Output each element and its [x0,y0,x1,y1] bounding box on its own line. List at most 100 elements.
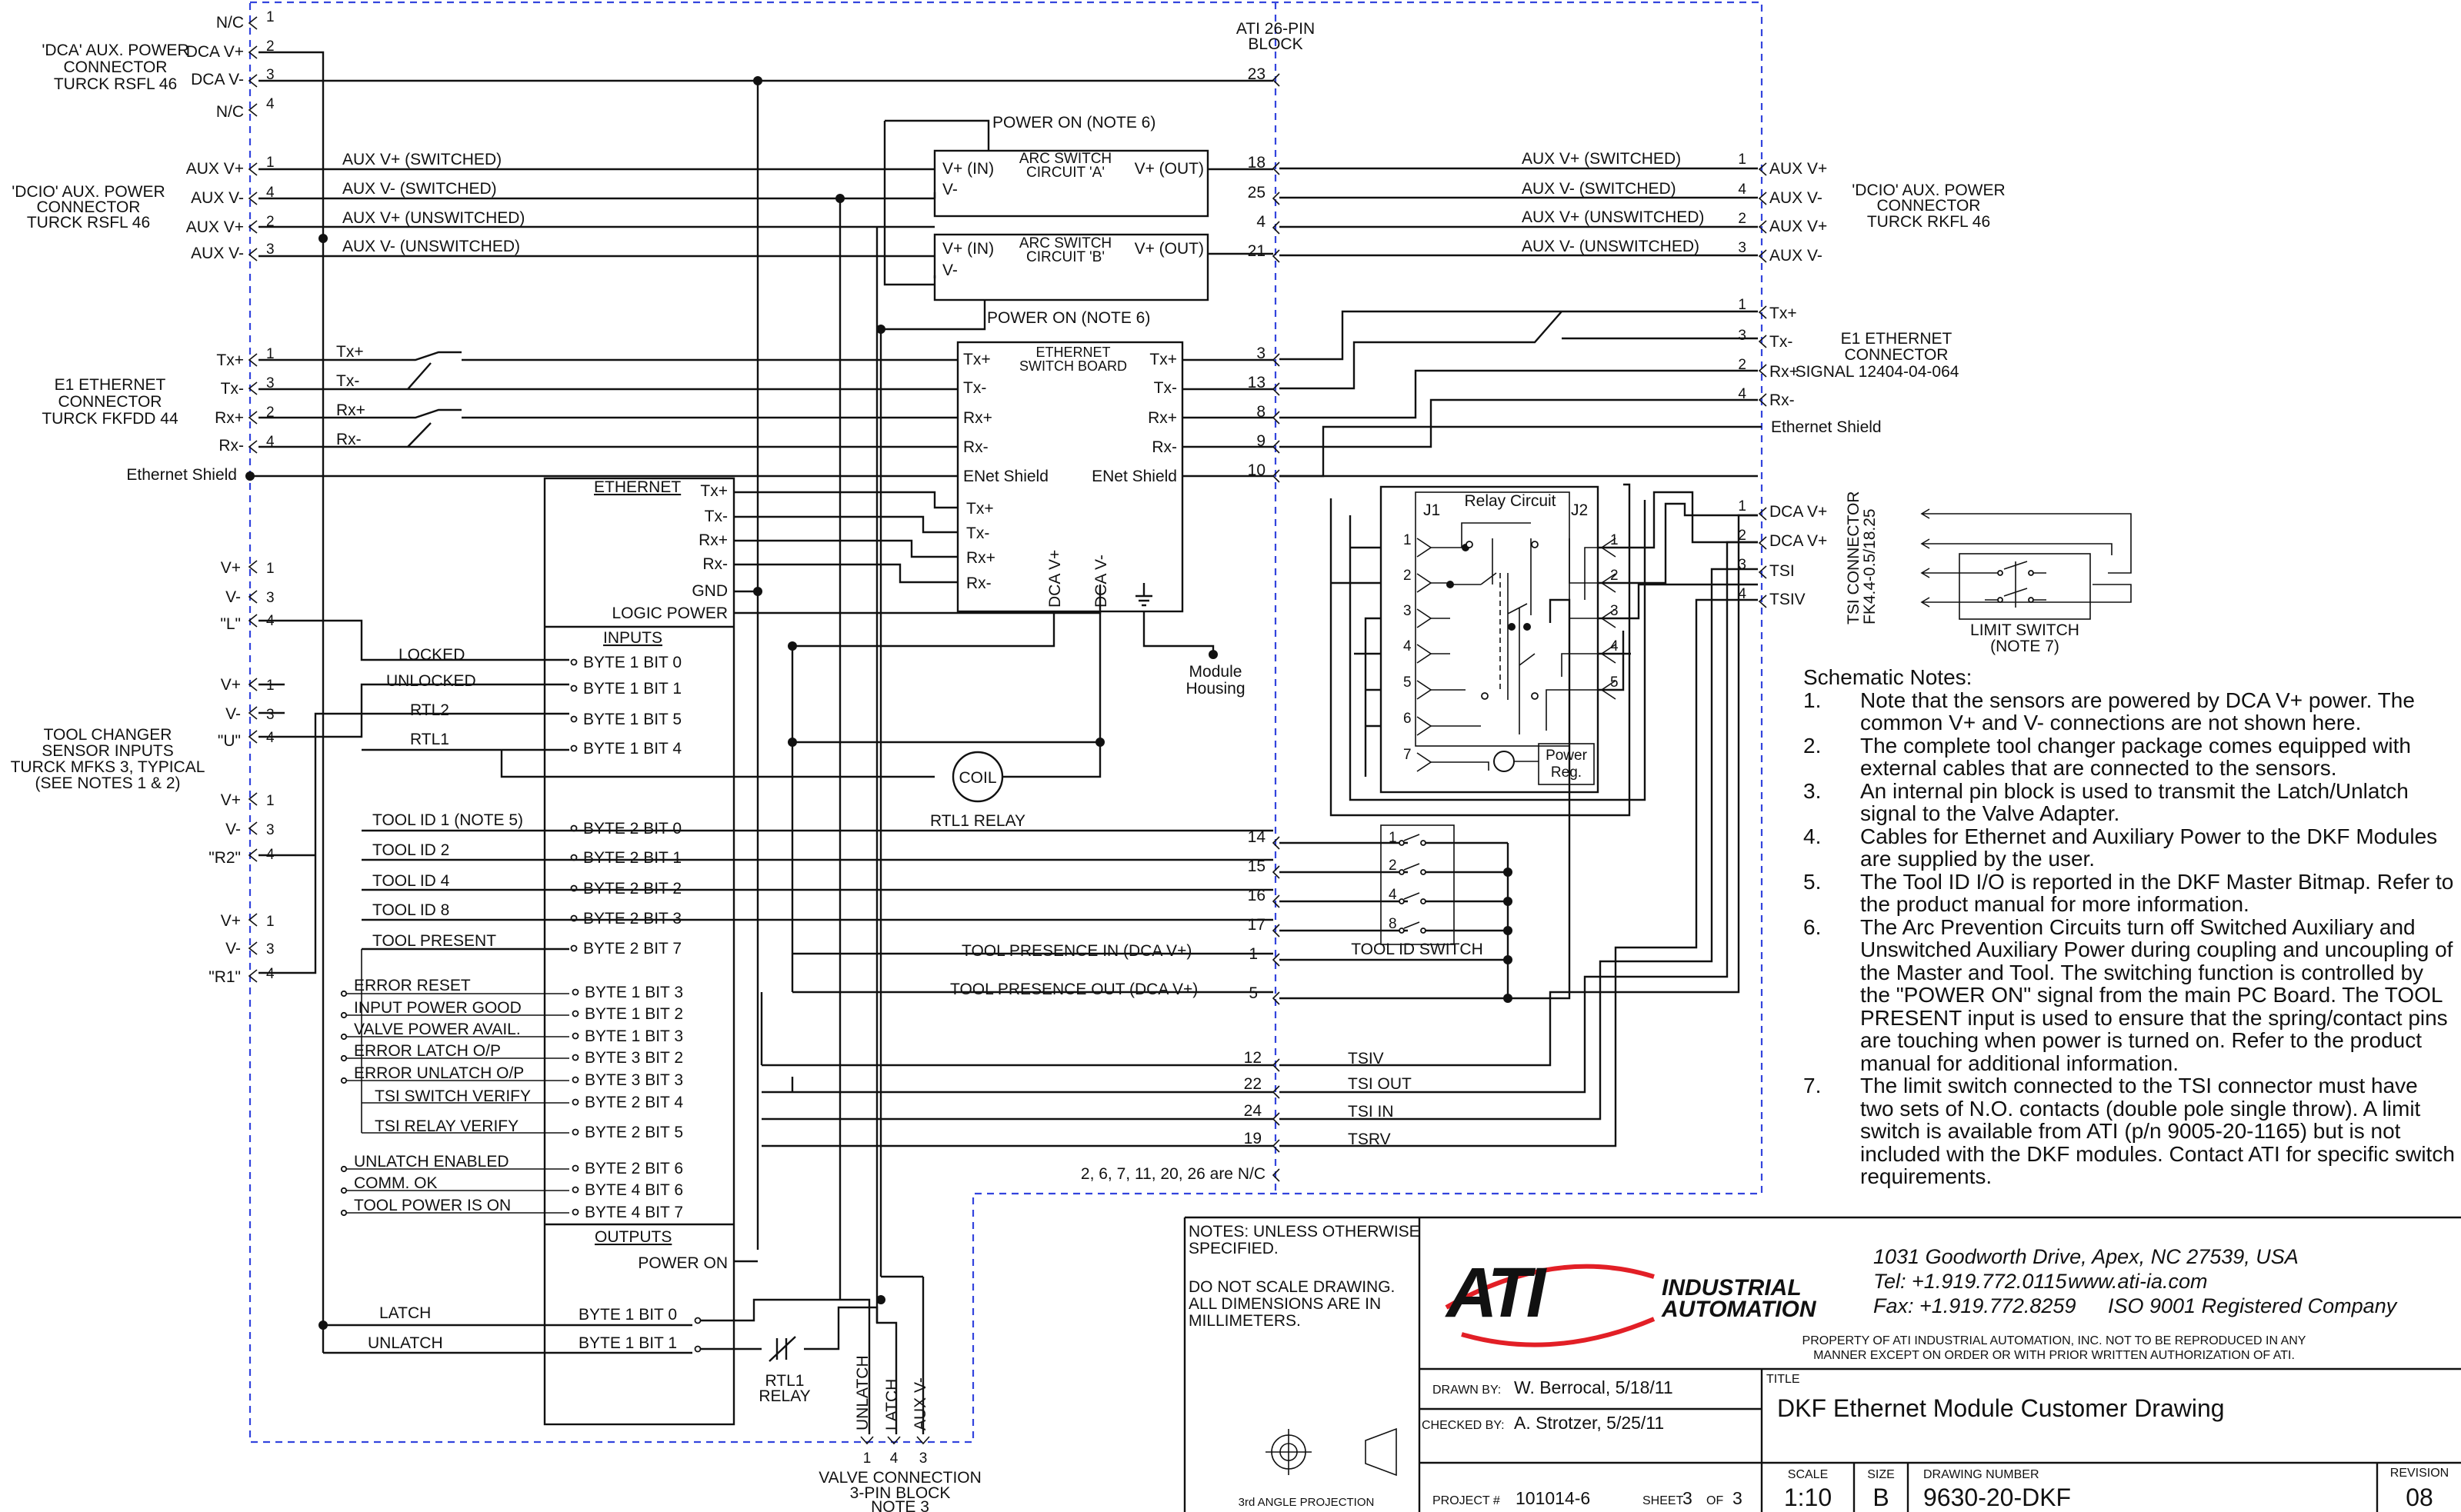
svg-text:TOOL ID 2: TOOL ID 2 [372,841,449,859]
svg-text:Tx+: Tx+ [966,500,994,518]
svg-text:V+: V+ [221,912,241,930]
svg-text:1031 Goodworth Drive, Apex, NC: 1031 Goodworth Drive, Apex, NC 27539, US… [1873,1245,2299,1268]
svg-text:1: 1 [1610,532,1619,548]
svg-text:ARC SWITCH: ARC SWITCH [1019,151,1112,167]
svg-text:Rx-: Rx- [218,437,244,455]
svg-text:ATI 26-PIN: ATI 26-PIN [1236,20,1315,38]
svg-text:1: 1 [266,9,275,25]
svg-text:BYTE 1 BIT 0: BYTE 1 BIT 0 [579,1306,677,1324]
svg-text:4: 4 [890,1450,899,1467]
svg-text:TOOL PRESENCE OUT (DCA V+): TOOL PRESENCE OUT (DCA V+) [950,981,1198,998]
svg-text:13: 13 [1248,374,1266,391]
svg-text:TURCK RSFL 46: TURCK RSFL 46 [54,75,177,93]
relay-external-wires [1329,483,1758,817]
status-ground-ticks [340,990,348,1217]
schematic-notes: Schematic Notes: 1.Note that the sensors… [1803,666,2457,1188]
arc-switch-wires [839,119,1273,1323]
svg-text:1: 1 [266,155,275,171]
svg-text:BYTE 3 BIT 2: BYTE 3 BIT 2 [585,1049,683,1067]
tool-id-long-wires [569,829,1273,994]
svg-text:TOOL POWER IS ON: TOOL POWER IS ON [354,1197,511,1214]
svg-text:RTL1 RELAY: RTL1 RELAY [930,812,1025,830]
svg-text:AUX V-: AUX V- [1769,247,1822,265]
svg-text:RTL1: RTL1 [765,1372,805,1390]
svg-text:BYTE 2 BIT 2: BYTE 2 BIT 2 [583,880,682,898]
svg-text:25: 25 [1248,184,1266,201]
svg-text:2: 2 [1610,568,1619,584]
svg-text:OUTPUTS: OUTPUTS [595,1228,672,1246]
svg-text:3: 3 [266,590,275,606]
svg-text:4: 4 [266,966,275,982]
valve-connection: UNLATCH LATCH AUX V- 1 4 3 VALVE CONNECT… [819,1355,982,1512]
status-wire-labels: ERROR RESET INPUT POWER GOOD VALVE POWER… [354,977,531,1214]
svg-text:4: 4 [1403,638,1412,654]
svg-text:AUX V+ (UNSWITCHED): AUX V+ (UNSWITCHED) [1522,208,1704,226]
svg-text:TSRV: TSRV [1348,1131,1391,1148]
svg-text:1: 1 [863,1450,872,1467]
svg-text:Rx+: Rx+ [215,409,244,427]
sensor-wire-labels: LOCKED UNLOCKED RTL2 RTL1 [386,646,476,748]
svg-text:2: 2 [1403,568,1412,584]
svg-text:1: 1 [266,561,275,577]
svg-text:8: 8 [1256,403,1266,421]
svg-text:2: 2 [266,214,275,230]
svg-text:AUX V- (SWITCHED): AUX V- (SWITCHED) [342,180,497,198]
svg-text:ENet Shield: ENet Shield [1092,468,1177,485]
rtl1-wire [362,748,935,778]
svg-text:BYTE 2 BIT 1: BYTE 2 BIT 1 [583,849,682,867]
svg-text:V-: V- [225,588,241,606]
svg-text:E1 ETHERNET: E1 ETHERNET [55,376,166,394]
svg-text:(SEE NOTES 1 & 2): (SEE NOTES 1 & 2) [35,774,180,792]
svg-text:DRAWN BY:: DRAWN BY: [1432,1384,1501,1397]
svg-text:ETHERNET: ETHERNET [594,478,681,496]
svg-text:FK4.4-0.5/18.25: FK4.4-0.5/18.25 [1861,508,1879,624]
svg-text:N/C: N/C [216,14,244,32]
svg-text:DKF Ethernet Module Customer D: DKF Ethernet Module Customer Drawing [1777,1394,2225,1422]
svg-text:UNLOCKED: UNLOCKED [386,672,476,690]
pin-block: ATI 26-PIN BLOCK 23 18 25 4 21 3 13 8 9 … [1081,20,1315,1183]
svg-text:CONNECTOR: CONNECTOR [37,198,141,216]
svg-text:5: 5 [1610,674,1619,691]
svg-text:SHEET: SHEET [1642,1494,1684,1507]
svg-text:3: 3 [266,707,275,723]
svg-text:NOTES: UNLESS OTHERWISE: NOTES: UNLESS OTHERWISE [1189,1223,1420,1241]
svg-text:3: 3 [266,822,275,838]
svg-text:BLOCK: BLOCK [1248,35,1302,53]
svg-text:"R2": "R2" [208,849,241,867]
svg-text:2: 2 [1738,211,1746,227]
svg-text:AUX V+: AUX V+ [186,218,244,236]
svg-text:VALVE POWER AVAIL.: VALVE POWER AVAIL. [354,1021,521,1038]
svg-text:3: 3 [1403,603,1412,619]
right-dcio-connector: 1 4 2 3 AUX V+ AUX V- AUX V+ AUX V- 'DCI… [1738,152,2005,265]
svg-text:LOGIC POWER: LOGIC POWER [612,604,728,622]
svg-text:DCA V-: DCA V- [191,71,244,88]
svg-text:Rx+: Rx+ [336,401,365,419]
svg-text:ETHERNET: ETHERNET [1035,345,1110,360]
svg-text:5: 5 [1249,984,1258,1002]
svg-text:AUX V-: AUX V- [191,245,244,262]
svg-text:"R1": "R1" [208,968,241,986]
svg-text:BYTE 1 BIT 1: BYTE 1 BIT 1 [579,1334,677,1352]
module-block: ETHERNET Tx+ Tx- Rx+ Rx- GND LOGIC POWER… [543,477,735,1426]
svg-text:1: 1 [1738,152,1746,168]
svg-text:Housing: Housing [1185,680,1245,698]
svg-text:CONNECTOR: CONNECTOR [64,58,168,76]
tool-id-wires [362,829,569,951]
eth-right-wires [1182,358,1273,478]
svg-text:3: 3 [266,241,275,258]
svg-text:J1: J1 [1423,501,1440,519]
svg-text:3: 3 [919,1450,928,1467]
svg-text:ENet Shield: ENet Shield [963,468,1049,485]
svg-text:Rx+: Rx+ [1769,363,1799,381]
svg-text:DCA V+: DCA V+ [1769,503,1827,521]
limit-switch: LIMIT SWITCH (NOTE 7) [1920,508,2132,655]
svg-text:SIZE: SIZE [1867,1468,1895,1481]
svg-text:(NOTE 7): (NOTE 7) [1990,638,2059,655]
svg-text:W. Berrocal, 5/18/11: W. Berrocal, 5/18/11 [1514,1377,1673,1397]
svg-text:BYTE 1 BIT 4: BYTE 1 BIT 4 [583,740,682,758]
note-item: 5.The Tool ID I/O is reported in the DKF… [1803,869,2454,916]
svg-text:8: 8 [1389,916,1397,932]
svg-text:TOOL PRESENCE IN (DCA V+): TOOL PRESENCE IN (DCA V+) [962,942,1192,960]
coil-wires [1002,742,1102,778]
